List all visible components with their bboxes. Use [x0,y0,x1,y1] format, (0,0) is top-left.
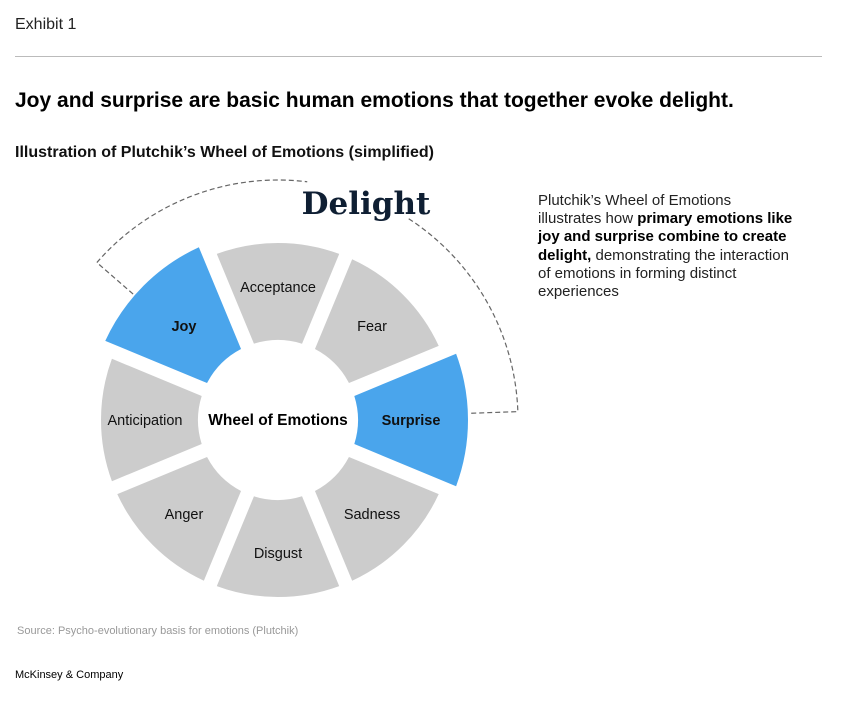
segment-surprise [354,353,468,487]
delight-bracket-right [408,218,519,414]
segment-anger [117,456,242,581]
note-text-1: Plutchik’s Wheel of Emotions illustrates… [538,192,732,228]
brand-label: McKinsey & Company [15,669,124,681]
segment-acceptance [216,243,340,344]
segment-disgust [216,496,340,597]
delight-label: Delight [302,186,431,222]
segment-fear [314,259,439,384]
segment-label-sadness: Sadness [344,507,400,523]
segment-label-anticipation: Anticipation [108,413,183,429]
wheel-center-label: Wheel of Emotions [208,412,348,429]
segment-sadness [314,456,439,581]
headline: Joy and surprise are basic human emotion… [15,89,734,112]
delight-bracket-left [96,179,308,295]
segment-label-disgust: Disgust [254,546,302,562]
note-text-2: demonstrating the interaction of emotion… [538,246,789,301]
segment-anticipation [101,358,202,482]
segment-label-surprise: Surprise [382,413,441,429]
note-text-bold: primary emotions like joy and surprise c… [538,210,793,264]
divider [15,56,822,57]
segment-label-joy: Joy [171,319,196,335]
exhibit-label: Exhibit 1 [15,16,77,33]
segment-label-acceptance: Acceptance [240,280,316,296]
segment-label-anger: Anger [165,507,204,523]
segment-label-fear: Fear [357,319,387,335]
segment-joy [105,247,242,384]
source-note: Source: Psycho-evolutionary basis for em… [17,625,299,637]
explanation-note: Plutchik’s Wheel of Emotions illustrates… [538,192,798,301]
subtitle: Illustration of Plutchik’s Wheel of Emot… [15,144,434,161]
